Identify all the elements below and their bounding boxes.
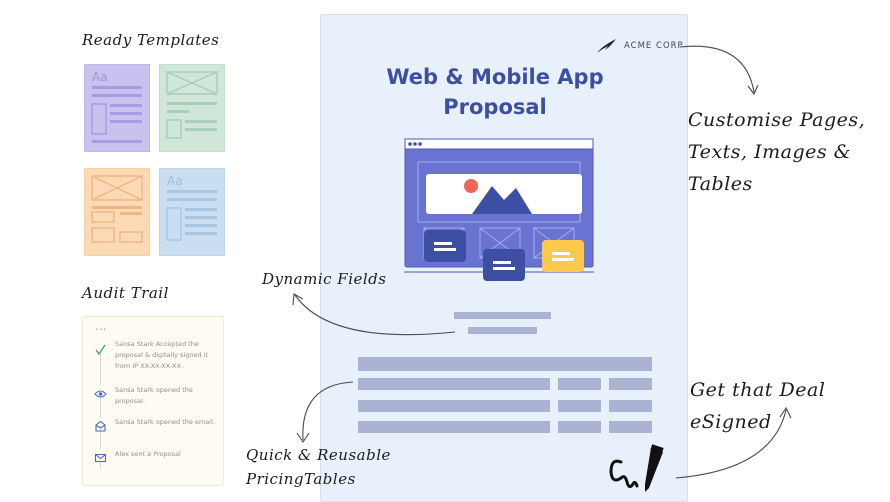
check-icon — [94, 341, 107, 356]
audit-dots: ... — [95, 319, 107, 333]
text-template-icon: Aa — [84, 64, 150, 152]
pricing-table-cell — [609, 400, 652, 412]
pricing-table-cell — [558, 378, 601, 390]
arrow-pricing-tables — [302, 381, 354, 441]
audit-item-opened-email: Sansa Stark opened the email. — [115, 418, 215, 426]
ready-templates-label: Ready Templates — [82, 31, 220, 49]
template-thumbnail-green[interactable] — [159, 64, 225, 152]
pricing-table-header — [358, 357, 652, 371]
template-thumbnail-blue[interactable]: Aa — [159, 168, 225, 256]
arrow-dynamic-fields — [294, 294, 456, 336]
quick-reusable-line1: Quick & Reusable — [246, 446, 391, 464]
eye-icon — [94, 385, 107, 398]
audit-item-accepted: Sansa Stark Accepted the proposal & digi… — [115, 340, 209, 370]
pricing-table-cell — [558, 421, 601, 433]
template-thumbnail-orange[interactable] — [84, 168, 150, 256]
signature-pen-icon — [609, 444, 664, 492]
quick-reusable-line2: PricingTables — [246, 470, 356, 488]
pricing-table-cell — [358, 378, 550, 390]
proposal-title-line2: Proposal — [443, 95, 547, 119]
proposal-title-line1: Web & Mobile App — [386, 65, 604, 89]
customise-label-line1: Customise Pages, — [688, 109, 866, 131]
customise-label-line2: Texts, Images & Tables — [688, 141, 852, 195]
pricing-table-cell — [558, 400, 601, 412]
audit-item-opened-proposal: Sansa Stark opened the proposal. — [115, 386, 193, 405]
arrow-customise — [679, 45, 755, 93]
customise-label: Customise Pages, Texts, Images & Tables — [688, 104, 890, 200]
audit-trail-label: Audit Trail — [82, 284, 169, 302]
web-app-illustration — [404, 138, 594, 281]
get-deal-esigned-label: Get that Deal eSigned — [690, 379, 826, 433]
quill-logo-icon — [597, 39, 616, 53]
arrow-esigned — [675, 409, 787, 479]
pricing-table-cell — [358, 400, 550, 412]
image-template-icon — [84, 168, 150, 256]
dynamic-field-bar — [454, 312, 551, 319]
pricing-table-cell — [609, 378, 652, 390]
quick-reusable-label: Quick & Reusable PricingTables — [246, 443, 391, 491]
text-template-icon: Aa — [159, 168, 225, 256]
pricing-table-cell — [609, 421, 652, 433]
brand-name: ACME CORP — [624, 41, 684, 51]
svg-text:Aa: Aa — [167, 174, 183, 188]
audit-timeline — [100, 343, 101, 469]
audit-item-sent: Alex sent a Proposal — [115, 450, 181, 458]
proposal-title: Web & Mobile App Proposal — [360, 62, 630, 122]
svg-text:Aa: Aa — [92, 70, 108, 84]
audit-trail-panel: ... Sansa Stark Accepted the proposal & … — [82, 316, 224, 486]
image-template-icon — [159, 64, 225, 152]
brand-logo: ACME CORP — [596, 38, 684, 54]
dynamic-fields-label: Dynamic Fields — [262, 270, 387, 288]
open-mail-icon — [94, 417, 107, 432]
mail-icon — [94, 449, 107, 463]
dynamic-field-bar — [468, 327, 537, 334]
pricing-table-cell — [358, 421, 550, 433]
template-thumbnail-purple[interactable]: Aa — [84, 64, 150, 152]
